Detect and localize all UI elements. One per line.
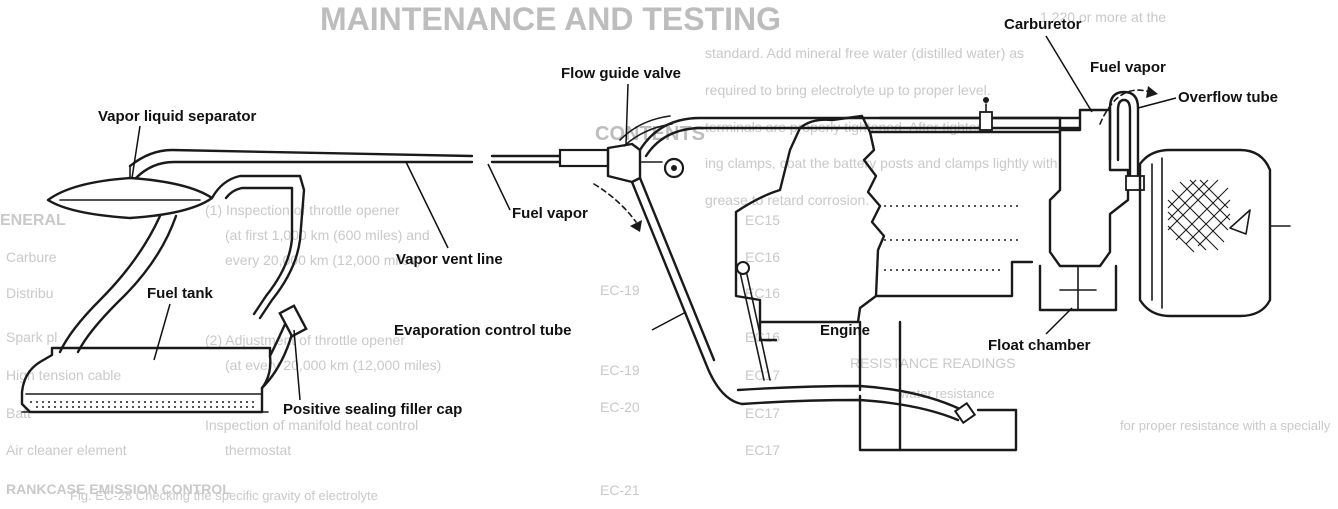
ghost-contents: CONTENTS: [595, 123, 705, 145]
label-float-chamber: Float chamber: [988, 337, 1091, 354]
ghost-mid-page: EC-21: [600, 482, 640, 498]
ghost-right-line: 1.220 or more at the: [1040, 9, 1166, 25]
ghost-toc-item: Batt: [6, 405, 31, 421]
ghost-mid-page: EC-19: [600, 282, 640, 298]
label-evaporation-control-tube: Evaporation control tube: [394, 322, 572, 339]
label-vapor-liquid-separator: Vapor liquid separator: [98, 108, 257, 125]
evaporation-control-tube: [630, 176, 977, 425]
leader-line: [405, 161, 449, 249]
label-fuel-vapor-left: Fuel vapor: [512, 205, 588, 222]
filler-neck: [260, 304, 308, 390]
leader-line: [625, 83, 629, 145]
label-fuel-tank: Fuel tank: [147, 285, 214, 302]
label-flow-guide-valve: Flow guide valve: [561, 65, 681, 82]
diagram-labels: Vapor liquid separator Fuel tank Positiv…: [98, 16, 1278, 418]
ghost-right-line: water resistance: [899, 386, 995, 401]
ghost-mid-line: (at first 1,000 km (600 miles) and: [225, 227, 430, 243]
label-vapor-vent-line: Vapor vent line: [396, 251, 503, 268]
leader-line: [487, 163, 511, 211]
ghost-toc-pages: EC15 EC16 EC16 EC16 EC17 EC17 EC17: [745, 212, 780, 458]
leader-line: [651, 311, 687, 331]
ghost-toc-item: RANKCASE EMISSION CONTROL: [6, 481, 231, 497]
ghost-mid-page: EC-20: [600, 399, 640, 415]
ghost-mid-line: (at every 20,000 km (12,000 miles): [225, 357, 441, 373]
engine-block: [734, 114, 1062, 452]
leader-line: [153, 303, 171, 361]
ghost-toc-item: Distribu: [6, 285, 53, 301]
ghost-mid-line: (2) Adjustment of throttle opener: [205, 332, 405, 348]
ghost-toc-page: EC15: [745, 212, 780, 228]
ghost-toc-item: Carbure: [6, 249, 57, 265]
ghost-right-line: grease to retard corrosion.: [705, 192, 869, 208]
ghost-right-line: standard. Add mineral free water (distil…: [705, 45, 1024, 61]
ghost-right-column: 1.220 or more at the standard. Add miner…: [70, 9, 1331, 503]
label-carburetor: Carburetor: [1004, 16, 1082, 33]
label-overflow-tube: Overflow tube: [1178, 89, 1278, 106]
leader-line: [131, 125, 141, 179]
label-fuel-vapor-right: Fuel vapor: [1090, 59, 1166, 76]
ghost-toc-item: High tension cable: [6, 367, 121, 383]
ghost-mid-line: every 20,000 km (12,000 miles): [225, 252, 421, 268]
label-positive-sealing-filler-cap: Positive sealing filler cap: [283, 401, 462, 418]
ghost-right-line: for proper resistance with a specially: [1120, 418, 1331, 433]
ghost-right-line: ing clamps, coat the battery posts and c…: [705, 155, 1058, 171]
vapor-vent-line: [128, 148, 610, 180]
leader-line: [1045, 307, 1073, 335]
ghost-mid-line: Inspection of manifold heat control: [205, 417, 418, 433]
ghost-right-line: RESISTANCE READINGS: [850, 355, 1015, 371]
ghost-toc-page: EC17: [745, 442, 780, 458]
ghost-toc-item: Air cleaner element: [6, 442, 127, 458]
label-engine: Engine: [820, 322, 870, 339]
leader-line: [293, 329, 301, 401]
ghost-toc-page: EC17: [745, 405, 780, 421]
ghost-right-line: required to bring electrolyte up to prop…: [705, 82, 991, 98]
ghost-toc-list: Carbure Distribu Spark pl High tension c…: [6, 249, 231, 497]
fuel-line-top: [638, 97, 1082, 158]
filler-cap-icon: [278, 304, 308, 338]
air-cleaner: [1138, 148, 1291, 318]
ghost-toc-page: EC16: [745, 285, 780, 301]
leader-line: [1045, 35, 1093, 113]
ghost-toc-page: EC16: [745, 249, 780, 265]
ghost-general: ENERAL: [0, 212, 66, 229]
flow-guide-valve: [593, 115, 685, 232]
ghost-mid-column: (1) Inspection of throttle opener (at fi…: [205, 202, 640, 498]
leader-line: [1137, 97, 1177, 109]
ghost-mid-line: thermostat: [225, 442, 291, 458]
ghost-mid-page: EC-19: [600, 362, 640, 378]
ghost-caption: Fig. EC-28 Checking the specific gravity…: [70, 488, 378, 503]
vapor-liquid-separator: [46, 165, 306, 354]
ghost-toc-item: Spark pl: [6, 329, 57, 345]
ghost-heading: MAINTENANCE AND TESTING: [320, 1, 781, 37]
